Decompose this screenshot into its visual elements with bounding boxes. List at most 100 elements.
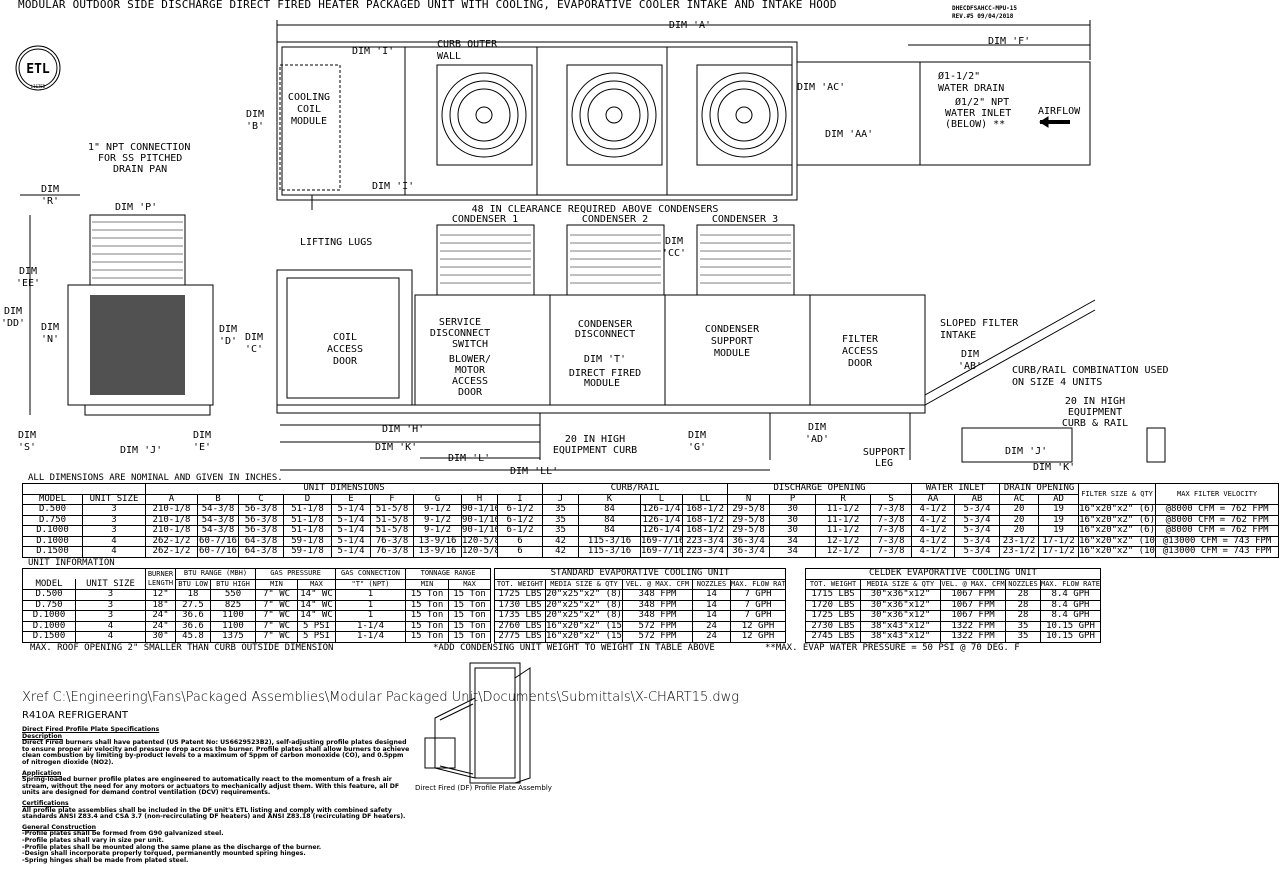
table-cell: 5-1/4	[331, 546, 371, 558]
column-header: N	[727, 493, 771, 505]
table-cell: 223-3/4	[682, 546, 729, 558]
callout: 20 IN HIGH	[1065, 396, 1125, 407]
drawing-title: MODULAR OUTDOOR SIDE DISCHARGE DIRECT FI…	[18, 0, 837, 11]
column-header: MODEL	[22, 579, 76, 590]
table-cell: 42	[542, 535, 580, 547]
callout: LIFTING LUGS	[300, 237, 372, 248]
table-cell: 4-1/2	[911, 504, 956, 516]
table-cell: 38"x43"x12"	[860, 620, 941, 632]
table-cell: 262-1/2	[145, 546, 198, 558]
table-cell: 19	[1038, 525, 1080, 537]
column-header: K	[578, 493, 642, 505]
svg-text:ETL: ETL	[26, 62, 50, 77]
callout: ACCESS	[327, 344, 363, 355]
dim-label: 'C'	[245, 344, 263, 355]
table-cell: 1	[335, 589, 407, 601]
table-cell: 15 Ton	[405, 620, 450, 632]
table-cell: 36.6	[175, 610, 211, 622]
table-cell: 12-1/2	[815, 546, 872, 558]
callout: COIL	[333, 332, 357, 343]
callout: Ø1/2" NPT	[955, 96, 1009, 108]
table-cell: 30	[769, 514, 817, 526]
table-cell: 56-3/8	[238, 525, 284, 537]
table-cell: @13000 CFM = 743 FPM	[1155, 535, 1280, 547]
table-cell: 64-3/8	[238, 535, 284, 547]
table-cell: 10.15 GPH	[1040, 631, 1101, 643]
callout: MODULE	[714, 348, 750, 359]
table-cell: 84	[578, 514, 642, 526]
callout: CURB & RAIL	[1062, 418, 1128, 429]
table-cell: 4-1/2	[911, 535, 956, 547]
table-cell: 825	[210, 599, 256, 611]
spec-line: -Spring hinges shall be made from plated…	[22, 856, 189, 864]
table-title: CELDEK EVAPORATIVE COOLING UNIT	[805, 568, 1101, 580]
table-cell: 15 Ton	[448, 610, 492, 622]
column-header: MODEL	[22, 493, 83, 505]
dim-label: DIM	[219, 324, 237, 335]
table-cell: D.1000	[22, 535, 83, 547]
callout: SUPPORT	[711, 336, 753, 347]
table-cell: 4	[82, 535, 146, 547]
table-cell: 54-3/8	[197, 525, 239, 537]
dim-label: DIM	[665, 236, 683, 247]
table-cell: 14	[692, 599, 731, 611]
table-cell: 2730 LBS	[805, 620, 861, 632]
table-cell: 27.5	[175, 599, 211, 611]
dim-label: DIM 'A'	[669, 20, 711, 31]
column-header: AC	[999, 493, 1040, 505]
column-header: I	[496, 493, 544, 505]
column-header: MIN	[255, 578, 298, 590]
plan-view	[276, 20, 1091, 210]
column-header: LL	[682, 493, 729, 505]
column-header: MAX	[448, 578, 492, 590]
table-cell: 38"x43"x12"	[860, 631, 941, 643]
table-cell: 126-1/4	[640, 525, 684, 537]
table-cell: 56-3/8	[238, 504, 284, 516]
table-cell: 34	[769, 546, 817, 558]
table-cell: 6-1/2	[496, 514, 544, 526]
callout: SERVICE	[439, 317, 481, 328]
table-cell: 36.6	[175, 620, 211, 632]
condenser-label: CONDENSER 2	[582, 214, 648, 225]
dim-label: DIM 'F'	[988, 36, 1030, 47]
table-cell: 8.4 GPH	[1040, 610, 1101, 622]
group-header: WATER INLET	[911, 483, 1001, 495]
callout: SLOPED FILTER	[940, 318, 1019, 329]
table-cell: 29-5/8	[727, 514, 771, 526]
table-cell: @8000 CFM = 762 FPM	[1155, 525, 1280, 537]
table-cell: 5-3/4	[954, 504, 1001, 516]
callout: ACCESS	[452, 376, 488, 387]
table-cell: 169-7/16	[640, 535, 684, 547]
spec-section-body: Spring-loaded burner profile plates are …	[22, 776, 400, 797]
dim-label: DIM 'I'	[352, 46, 394, 57]
table-cell: 1720 LBS	[805, 599, 861, 611]
callout: (BELOW) **	[945, 119, 1005, 130]
dim-label: DIM 'P'	[115, 202, 157, 213]
spec-line: -Profile plates shall be mounted along t…	[22, 843, 322, 851]
dim-label: 'DD'	[1, 318, 25, 329]
table-cell: 29-5/8	[727, 525, 771, 537]
dim-label: DIM 'AA'	[825, 129, 873, 140]
column-header: G	[413, 493, 462, 505]
dim-label: DIM 'LL'	[510, 466, 558, 477]
dim-label: 'E'	[193, 442, 211, 453]
table-cell: 169-7/16	[640, 546, 684, 558]
table-cell: 19	[1038, 504, 1080, 516]
drawing-labels: DIM 'A' DIM 'F' DIM 'I' CURB OUTER WALL …	[1, 20, 1169, 477]
table-cell: 223-3/4	[682, 535, 729, 547]
callout: CONDENSER	[578, 319, 633, 330]
group-header: DISCHARGE OPENING	[727, 483, 913, 495]
table-cell: 120-5/8	[461, 546, 498, 558]
column-header: D	[283, 493, 332, 505]
callout: CONDENSER	[705, 324, 760, 335]
table-cell: @8000 CFM = 762 FPM	[1155, 514, 1280, 526]
water-pressure-note: **MAX. EVAP WATER PRESSURE = 50 PSI @ 70…	[765, 643, 1020, 653]
dim-label: 'AB'	[958, 361, 982, 372]
table-cell: 7" WC	[255, 610, 298, 622]
table-cell: 20	[999, 504, 1040, 516]
xref-path: Xref C:\Engineering\Fans\Packaged Assemb…	[22, 690, 740, 705]
